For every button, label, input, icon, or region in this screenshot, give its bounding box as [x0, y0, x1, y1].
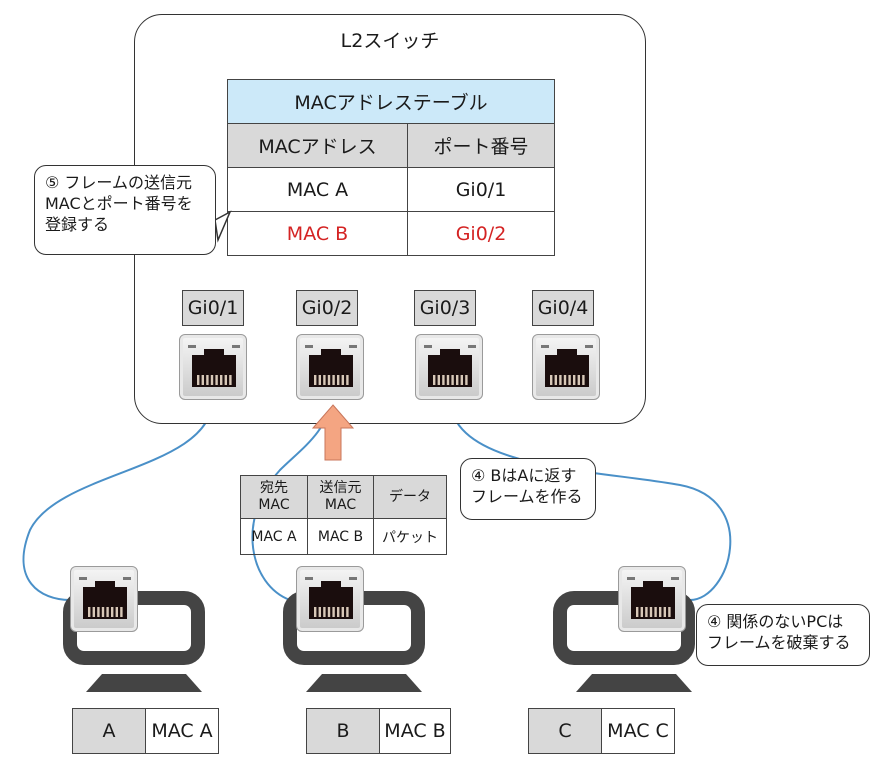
- ethernet-port-icon: [70, 566, 138, 632]
- cable-pc-a: [22, 397, 214, 601]
- mac-table-cell-new: Gi0/2: [407, 211, 555, 256]
- mac-table-cell: Gi0/1: [407, 167, 555, 212]
- ethernet-port-icon: [296, 566, 364, 632]
- ethernet-port-icon: [532, 334, 600, 400]
- pc-a-name: A: [72, 708, 146, 754]
- upward-arrow-icon: [311, 404, 355, 461]
- callout-reply: ④ BはAに返すフレームを作る: [460, 458, 596, 520]
- port-label-gi0-4: Gi0/4: [532, 290, 594, 326]
- pc-c-mac: MAC C: [601, 708, 675, 754]
- port-label-gi0-3: Gi0/3: [414, 290, 476, 326]
- frame-value-data: パケット: [373, 518, 447, 555]
- switch-title: L2スイッチ: [340, 30, 440, 52]
- ethernet-port-icon: [296, 334, 364, 400]
- cable-pc-c: [449, 397, 732, 601]
- pc-a-mac: MAC A: [145, 708, 219, 754]
- port-label-gi0-2: Gi0/2: [296, 290, 358, 326]
- pc-b-name: B: [306, 708, 380, 754]
- ethernet-port-icon: [618, 566, 686, 632]
- mac-table-cell: MAC A: [227, 167, 408, 212]
- mac-table-title: MACアドレステーブル: [227, 79, 555, 124]
- mac-table-header-port: ポート番号: [407, 123, 555, 168]
- frame-value-src: MAC B: [307, 518, 374, 555]
- frame-header-data: データ: [373, 475, 447, 519]
- ethernet-port-icon: [415, 334, 483, 400]
- pc-b-mac: MAC B: [379, 708, 451, 754]
- ethernet-port-icon: [179, 334, 247, 400]
- port-label-gi0-1: Gi0/1: [182, 290, 244, 326]
- mac-address-table: MACアドレステーブル MACアドレス ポート番号 MAC A Gi0/1 MA…: [227, 79, 555, 256]
- pc-c-name: C: [528, 708, 602, 754]
- frame-value-dest: MAC A: [240, 518, 308, 555]
- callout-discard: ④ 関係のないPCはフレームを破棄する: [696, 604, 870, 666]
- mac-table-cell-new: MAC B: [227, 211, 408, 256]
